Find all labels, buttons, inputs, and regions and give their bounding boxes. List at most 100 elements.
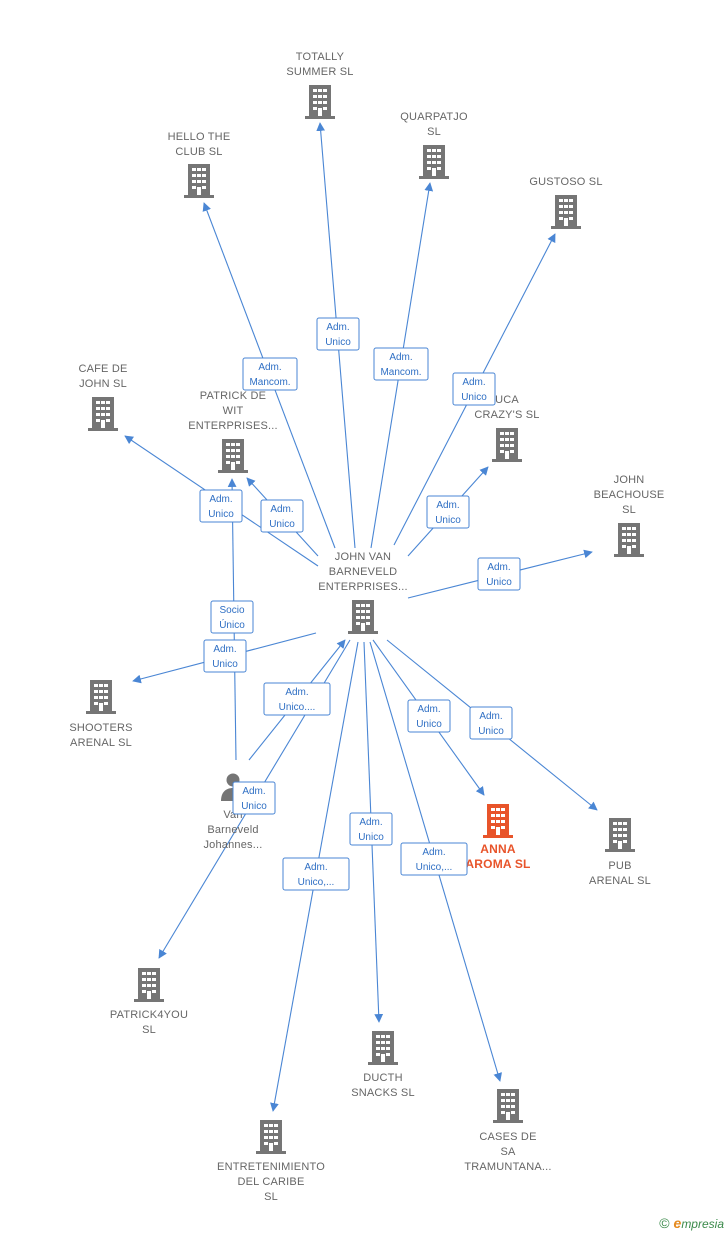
node-patrickdewit[interactable]: PATRICK DEWITENTERPRISES... [188, 390, 278, 473]
node-label: CASES DE [479, 1131, 536, 1143]
edge-label-center-cafe[interactable]: Adm. Unico [199, 489, 243, 523]
building-icon [551, 195, 581, 229]
node-label: Barneveld [207, 824, 258, 836]
edge-label-center-beachhouse[interactable]: Adm. Unico [477, 557, 521, 591]
edge-label-text: Unico [358, 832, 384, 843]
edge-label-text: Unico [486, 577, 512, 588]
node-label: Johannes... [203, 839, 262, 851]
node-label: DUCTH [363, 1072, 403, 1084]
node-label: ENTERPRISES... [318, 581, 408, 593]
node-label: DEL CARIBE [237, 1176, 304, 1188]
edge-label-center-entretenimiento[interactable]: Adm.Unico,... [282, 857, 350, 891]
node-label: CRAZY'S SL [474, 409, 539, 421]
edge-label-box [232, 781, 276, 815]
edge-label-box [210, 600, 254, 634]
edge-label-center-patrick4you[interactable]: Adm. Unico [232, 781, 276, 815]
edge-label-text: Adm. [487, 562, 510, 573]
node-gustoso[interactable]: GUSTOSO SL [529, 176, 602, 229]
edge-label-center-shooters[interactable]: Adm.Unico [203, 639, 247, 673]
building-icon [256, 1120, 286, 1154]
building-icon [305, 85, 335, 119]
node-person[interactable]: VanBarneveldJohannes... [203, 773, 262, 852]
edge-label-text: Adm. [209, 494, 232, 505]
node-center[interactable]: JOHN VANBARNEVELDENTERPRISES... [318, 551, 408, 634]
edge-label-text: Unico [478, 726, 504, 737]
edge-label-text: Adm. [285, 687, 308, 698]
node-cases[interactable]: CASES DE SA TRAMUNTANA... [464, 1089, 551, 1173]
edge-label-text: Adm. [417, 704, 440, 715]
node-label: SA [500, 1146, 516, 1158]
node-label: HELLO THE [168, 131, 231, 143]
edge-label-text: Adm. [422, 847, 445, 858]
edge-label-text: Adm. [270, 504, 293, 515]
edge-label-text: Adm. [213, 644, 236, 655]
building-icon [218, 439, 248, 473]
edge-label-text: Unico [416, 719, 442, 730]
node-label: JOHN VAN [335, 551, 391, 563]
building-icon [134, 968, 164, 1002]
footer-credit: ©empresia [659, 1215, 724, 1231]
edge-label-box [477, 557, 521, 591]
edge-label-center-hello[interactable]: Adm.Mancom. [242, 357, 298, 391]
node-label: JOHN [614, 474, 645, 486]
node-label: WIT [223, 405, 244, 417]
edge-label-text: Adm. [436, 500, 459, 511]
node-label: PATRICK4YOU [110, 1009, 188, 1021]
node-label: SHOOTERS [69, 722, 132, 734]
node-totally[interactable]: TOTALLY SUMMER SL [286, 51, 353, 119]
node-label: BEACHOUSE [594, 489, 665, 501]
node-label: SUMMER SL [286, 66, 353, 78]
node-label: SNACKS SL [351, 1087, 415, 1099]
edge-label-box [426, 495, 470, 529]
edge-label-center-totally[interactable]: Adm. Unico [316, 317, 360, 351]
edge-label-center-gustoso[interactable]: Adm.Unico [452, 372, 496, 406]
edge-label-center-cases[interactable]: Adm.Unico,... [400, 842, 468, 876]
node-label: PUB [608, 860, 631, 872]
edge-label-center-luca[interactable]: Adm. Unico [426, 495, 470, 529]
edge-label-text: Unico,... [298, 877, 335, 888]
edge-label-text: Unico [461, 392, 487, 403]
edge-label-person-center[interactable]: Adm.Unico.... [263, 682, 331, 716]
edge-label-text: Adm. [242, 786, 265, 797]
edge-label-text: Adm. [326, 322, 349, 333]
building-icon [419, 145, 449, 179]
edge-label-text: Adm. [258, 362, 281, 373]
edge-label-box [260, 499, 304, 533]
building-icon [614, 523, 644, 557]
edge-label-center-pub[interactable]: Adm.Unico [469, 706, 513, 740]
edge-label-text: Unico [325, 337, 351, 348]
node-beachhouse[interactable]: JOHN BEACHOUSE SL [594, 474, 665, 557]
node-label: SL [427, 126, 441, 138]
edge-label-box [400, 842, 468, 876]
node-label: JOHN SL [79, 378, 127, 390]
edge-label-center-ducth[interactable]: Adm.Unico [349, 812, 393, 846]
building-icon [88, 397, 118, 431]
edge-label-text: Único [219, 618, 245, 631]
node-ducth[interactable]: DUCTH SNACKS SL [351, 1031, 415, 1099]
building-icon [368, 1031, 398, 1065]
node-label: TRAMUNTANA... [464, 1161, 551, 1173]
edge-label-box [452, 372, 496, 406]
edge-label-text: Unico [435, 515, 461, 526]
node-label: ANNA [480, 842, 516, 856]
node-label: SL [622, 504, 636, 516]
edge-label-box [407, 699, 451, 733]
edge-label-text: Unico [208, 509, 234, 520]
edge-label-center-patrickdewit[interactable]: Adm.Unico [260, 499, 304, 533]
edge-label-center-anna[interactable]: Adm. Unico [407, 699, 451, 733]
edge-label-text: Unico [241, 801, 267, 812]
node-label: TOTALLY [296, 51, 345, 63]
edge-label-center-quarpatjo[interactable]: Adm.Mancom. [373, 347, 429, 381]
